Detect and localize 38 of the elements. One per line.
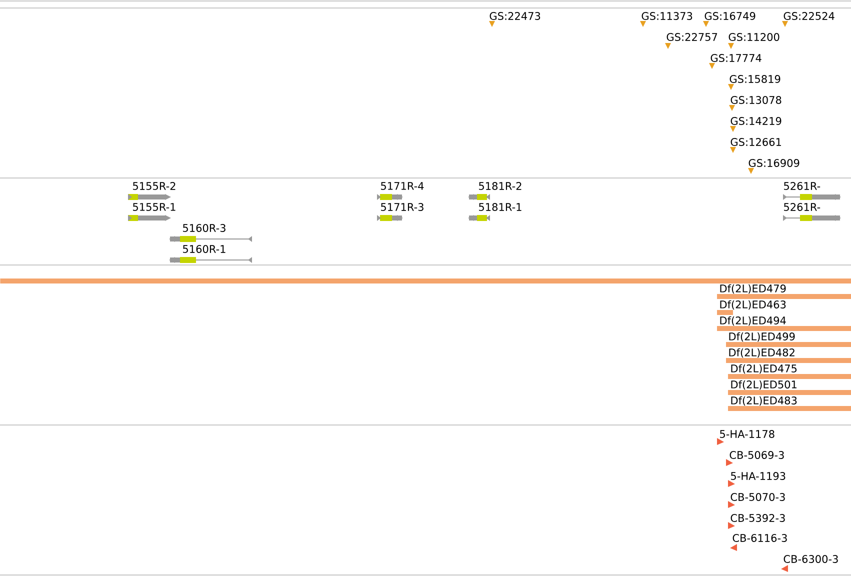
feature-label: 5181R-1: [479, 203, 522, 211]
feature-label: GS:22524: [784, 12, 834, 20]
feature-label: GS:16909: [748, 159, 800, 167]
feature-label: 5155R-1: [133, 203, 176, 211]
feature-label: Df(2L)ED479: [720, 284, 786, 294]
feature-label: 5155R-2: [133, 182, 176, 190]
feature-label: Df(2L)ED475: [731, 364, 797, 374]
feature-label: GS:22473: [490, 12, 540, 20]
feature-label: CB-5392-3: [730, 514, 785, 522]
feature-label: GS:11200: [728, 33, 780, 41]
feature-label: 5171R-4: [381, 182, 424, 190]
deficiency-bar: [0, 278, 851, 284]
feature-label: CB-5070-3: [730, 493, 785, 501]
feature-label: 5261R-: [784, 203, 820, 211]
feature-label: 5261R-: [784, 182, 820, 190]
feature-label: GS:12661: [730, 138, 781, 146]
feature-label: 5160R-3: [183, 224, 226, 232]
feature-label: CB-5069-3: [730, 451, 784, 459]
feature-label: GS:17774: [710, 54, 762, 62]
feature-label: Df(2L)ED482: [729, 348, 794, 358]
feature-label: Df(2L)ED483: [731, 396, 797, 406]
feature-label: GS:13078: [730, 96, 782, 104]
feature-label: Df(2L)ED501: [731, 380, 796, 390]
feature-label: 5-HA-1193: [731, 472, 786, 480]
feature-label: GS:14219: [730, 117, 782, 125]
feature-label: GS:16749: [704, 12, 756, 20]
feature-label: CB-6300-3: [784, 555, 838, 563]
feature-label: 5160R-1: [183, 245, 226, 253]
feature-label: 5171R-3: [381, 203, 424, 211]
feature-label: 5181R-2: [479, 182, 522, 190]
feature-label: 5-HA-1178: [720, 430, 774, 438]
feature-label: GS:22757: [666, 33, 718, 41]
feature-label: CB-6116-3: [732, 534, 787, 542]
feature-label: Df(2L)ED494: [720, 316, 786, 326]
feature-label: GS:11373: [642, 12, 692, 20]
feature-label: Df(2L)ED463: [720, 300, 786, 310]
feature-label: Df(2L)ED499: [729, 332, 795, 342]
feature-label: GS:15819: [730, 75, 780, 83]
